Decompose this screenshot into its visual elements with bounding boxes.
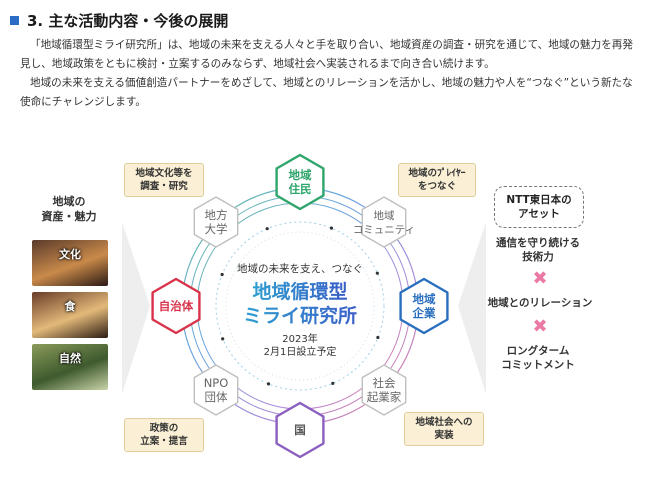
cross-icon: ✖ — [532, 316, 548, 337]
photo-food: 食 — [32, 292, 108, 338]
ring-dot — [266, 382, 271, 386]
ring-dot — [375, 271, 379, 275]
ring-dot — [220, 272, 224, 277]
hexagon-label: 地域 — [413, 292, 436, 306]
ring-dot — [265, 227, 269, 231]
left-chevron — [122, 222, 150, 394]
hexagon-label: 地域 — [374, 209, 395, 222]
hexagon-label: 社会 — [373, 376, 396, 390]
hexagon-shape — [275, 153, 325, 211]
photo-nature: 自然 — [32, 344, 108, 390]
center-date-line1: 2023年 — [282, 332, 317, 345]
hexagon-label: 住民 — [289, 182, 312, 196]
hexagon-shape — [361, 364, 407, 416]
tag-research: 地域文化等を調査・研究 — [124, 163, 204, 197]
hexagon-label: 大学 — [205, 222, 228, 236]
cross-icon: ✖ — [532, 268, 548, 289]
center-subtitle: 地域の未来を支え、つなぐ — [237, 262, 363, 275]
hexagon-shape — [399, 277, 449, 335]
hexagon-5: 国 — [275, 401, 325, 459]
hexagon-shape — [361, 196, 407, 248]
section-heading: 3. 主な活動内容・今後の展開 — [10, 10, 228, 31]
hexagon-label: 国 — [294, 423, 306, 437]
ecosystem-diagram: 地域の未来を支え、つなぐ地域循環型ミライ研究所2023年2月1日設立予定地域住民… — [122, 153, 486, 459]
ring-dot — [221, 337, 225, 341]
photo-culture: 文化 — [32, 240, 108, 286]
center-title-line2: ミライ研究所 — [243, 304, 357, 327]
ring-dot — [376, 335, 380, 340]
photo-label: 文化 — [59, 248, 81, 261]
hexagon-label: 企業 — [412, 306, 436, 320]
section-title: 3. 主な活動内容・今後の展開 — [27, 12, 229, 30]
hexagon-label: 起業家 — [367, 390, 402, 404]
hexagon-shape — [151, 277, 201, 335]
hexagon-label: 地方 — [205, 208, 228, 222]
center-date-line2: 2月1日設立予定 — [264, 345, 337, 358]
heading-marker — [10, 16, 19, 25]
ring-dot — [329, 226, 334, 230]
intro-paragraph-1: 「地域循環型ミライ研究所」は、地域の未来を支える人々と手を取り合い、地域資産の調… — [20, 39, 633, 70]
hexagon-label: 地域 — [289, 168, 312, 182]
ring-dot — [331, 381, 335, 385]
hexagon-shape — [193, 196, 239, 248]
right-chevron — [458, 222, 486, 394]
intro-text: 「地域循環型ミライ研究所」は、地域の未来を支える人々と手を取り合い、地域資産の調… — [20, 36, 635, 112]
hexagon-label: 団体 — [205, 390, 228, 404]
hexagon-label: 自治体 — [159, 299, 194, 313]
hexagon-label: コミュニティ — [353, 224, 415, 236]
hexagon-shape — [193, 364, 239, 416]
asset-item-commitment: ロングタームコミットメント — [501, 345, 575, 371]
center-title-line1: 地域循環型 — [252, 280, 347, 303]
asset-item-technology: 通信を守り続ける技術力 — [496, 237, 580, 263]
hexagon-label: NPO — [204, 376, 229, 390]
inner-ring — [225, 231, 375, 381]
tag-social-implementation: 地域社会への実装 — [404, 412, 484, 446]
photo-label: 自然 — [59, 352, 81, 365]
tag-connect-players: 地域のﾌﾟﾚｲﾔｰをつなぐ — [398, 163, 476, 197]
hexagon-7: 自治体 — [151, 277, 201, 335]
asset-item-relation: 地域とのリレーション — [487, 297, 593, 309]
left-panel-title: 地域の資産・魅力 — [41, 195, 97, 223]
hexagon-shape — [275, 401, 325, 459]
inner-ring — [215, 221, 385, 391]
ntt-asset-box: NTT東日本のアセット — [494, 186, 584, 228]
photo-label: 食 — [64, 300, 76, 313]
tag-policy-proposal: 政策の立案・提言 — [124, 418, 204, 452]
intro-paragraph-2: 地域の未来を支える価値創造パートナーをめざして、地域とのリレーションを活かし、地… — [20, 77, 633, 108]
